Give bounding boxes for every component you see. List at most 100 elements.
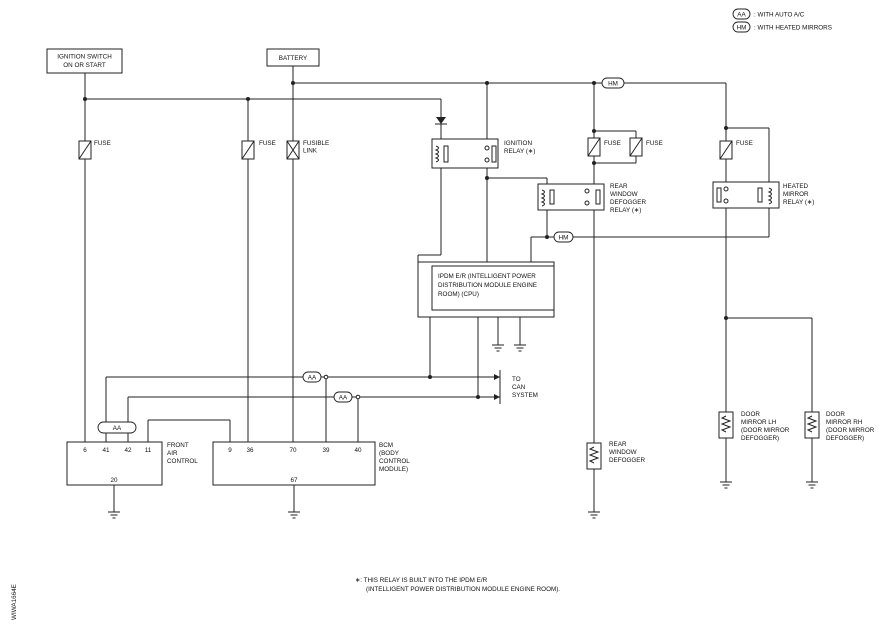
wires xyxy=(84,66,813,512)
pin-fac-20: 20 xyxy=(110,477,118,484)
legend-aa-text: : WITH AUTO A/C xyxy=(754,12,805,19)
aa-pill-front-air xyxy=(97,421,137,434)
legend-aa-pill xyxy=(732,8,751,20)
door-mirror-rh-resistor-icon xyxy=(804,411,820,439)
bcm-label-3: CONTROL xyxy=(379,458,410,465)
figure-id: WIWA1664E xyxy=(11,584,18,620)
rear-defogger-label-2: WINDOW xyxy=(609,449,637,456)
to-can-label-2: CAN xyxy=(512,384,526,391)
pin-bcm-36: 36 xyxy=(246,447,254,454)
hm-pill-relay xyxy=(553,231,574,243)
aa-pill-front-air-text: AA xyxy=(113,425,122,432)
ground-icon-bcm xyxy=(288,511,300,519)
bcm-box xyxy=(212,441,376,486)
legend-hm-text: : WITH HEATED MIRRORS xyxy=(754,25,832,32)
ground-icon-ipdm-2 xyxy=(514,344,526,352)
ground-icon-front-air xyxy=(108,511,120,519)
to-can-label-3: SYSTEM xyxy=(512,392,538,399)
ignition-switch-label-1: IGNITION SWITCH xyxy=(57,54,112,61)
pin-fac-6: 6 xyxy=(83,447,87,454)
hm-pill-relay-text: HM xyxy=(559,235,569,242)
mirror-lh-label-4: DEFOGGER) xyxy=(741,435,779,442)
ipdm-label-1: IPDM E/R (INTELLIGENT POWER xyxy=(438,273,536,280)
pin-bcm-9: 9 xyxy=(228,447,232,454)
rwd-relay-label-1: REAR xyxy=(610,183,628,190)
aa-pill-can-l-text: AA xyxy=(339,395,348,402)
fuse-bcm-label: FUSE xyxy=(259,140,276,147)
front-air-label-2: AIR xyxy=(167,450,178,457)
mirror-rh-label-4: DEFOGGER) xyxy=(826,435,864,442)
legend-hm-pill xyxy=(732,21,751,33)
fuse-heated-mirror-label: FUSE xyxy=(736,140,753,147)
bcm-label-2: (BODY xyxy=(379,450,400,457)
ipdm-label-2: DISTRIBUTION MODULE ENGINE xyxy=(438,282,537,289)
rear-window-defogger-resistor-icon xyxy=(586,442,602,470)
rwd-relay-label-4: RELAY (∗) xyxy=(610,207,641,214)
pin-fac-41: 41 xyxy=(102,447,110,454)
ignition-relay-label-2: RELAY (∗) xyxy=(504,148,535,155)
ignition-switch-label-2: ON OR START xyxy=(63,62,106,69)
mirror-rh-label-2: MIRROR RH xyxy=(826,419,863,426)
pin-bcm-39: 39 xyxy=(322,447,330,454)
footnote-line-2: (INTELLIGENT POWER DISTRIBUTION MODULE E… xyxy=(366,586,560,593)
fuse-rear-defogger-1 xyxy=(587,137,601,157)
rwd-relay-label-2: WINDOW xyxy=(610,191,638,198)
ground-icon-rear-defogger xyxy=(588,511,600,519)
bcm-label-4: MODULE) xyxy=(379,466,408,473)
fuse-rear-defogger-2 xyxy=(629,137,643,157)
fuse-heated-mirror xyxy=(719,140,733,160)
bcm-label-1: BCM xyxy=(379,442,393,449)
pin-bcm-67: 67 xyxy=(290,477,298,484)
heated-mirror-relay xyxy=(712,181,780,209)
front-air-label-1: FRONT xyxy=(167,442,189,449)
rear-window-defogger-relay xyxy=(537,183,605,211)
mirror-rh-label-1: DOOR xyxy=(826,411,845,418)
door-mirror-lh-resistor-icon xyxy=(718,411,734,439)
legend-aa-code: AA xyxy=(737,12,746,19)
fusible-link-label-2: LINK xyxy=(303,148,318,155)
fusible-link xyxy=(286,140,300,160)
can-arrows xyxy=(494,374,500,400)
ground-icon-mirror-rh xyxy=(806,481,818,489)
fuse-rear-defogger-2-label: FUSE xyxy=(646,140,663,147)
hm-pill-top xyxy=(601,77,625,89)
to-can-label-1: TO xyxy=(512,376,521,383)
rwd-relay-label-3: DEFOGGER xyxy=(610,199,646,206)
mirror-rh-label-3: (DOOR MIRROR xyxy=(826,427,875,434)
ignition-relay xyxy=(431,138,499,169)
rear-defogger-label-1: REAR xyxy=(609,441,627,448)
front-air-control-box xyxy=(66,441,163,486)
rear-defogger-label-3: DEFOGGER xyxy=(609,457,645,464)
battery-label: BATTERY xyxy=(279,55,308,62)
mirror-lh-label-1: DOOR xyxy=(741,411,760,418)
diode-icon xyxy=(435,117,447,125)
mirror-lh-label-3: (DOOR MIRROR xyxy=(741,427,790,434)
mirror-lh-label-2: MIRROR LH xyxy=(741,419,777,426)
ipdm-label-3: ROOM) (CPU) xyxy=(438,291,479,298)
footnote-line-1: ∗: THIS RELAY IS BUILT INTO THE IPDM E/R xyxy=(355,577,488,584)
hm-relay-label-2: MIRROR xyxy=(783,191,809,198)
fuse-front-air xyxy=(78,140,92,160)
hm-pill-top-text: HM xyxy=(608,81,618,88)
aa-pill-can-h xyxy=(302,371,322,383)
aa-pill-can-h-text: AA xyxy=(308,375,317,382)
ground-icon-ipdm-1 xyxy=(492,344,504,352)
fusible-link-label-1: FUSIBLE xyxy=(303,140,329,147)
ipdm-cpu-box xyxy=(431,265,555,311)
ignition-relay-label-1: IGNITION xyxy=(504,140,532,147)
aa-pill-can-l xyxy=(333,391,353,403)
legend: AA : WITH AUTO A/C HM : WITH HEATED MIRR… xyxy=(732,8,832,33)
pin-fac-42: 42 xyxy=(124,447,132,454)
hm-relay-label-3: RELAY (∗) xyxy=(783,199,814,206)
legend-hm-code: HM xyxy=(737,25,747,32)
fuse-bcm xyxy=(241,140,255,160)
fuse-front-air-label: FUSE xyxy=(94,140,111,147)
front-air-label-3: CONTROL xyxy=(167,458,198,465)
junction-dots xyxy=(83,81,728,399)
hm-relay-label-1: HEATED xyxy=(783,183,809,190)
ground-icon-mirror-lh xyxy=(720,481,732,489)
pin-bcm-70: 70 xyxy=(289,447,297,454)
pin-bcm-40: 40 xyxy=(354,447,362,454)
pin-fac-11: 11 xyxy=(145,447,152,454)
